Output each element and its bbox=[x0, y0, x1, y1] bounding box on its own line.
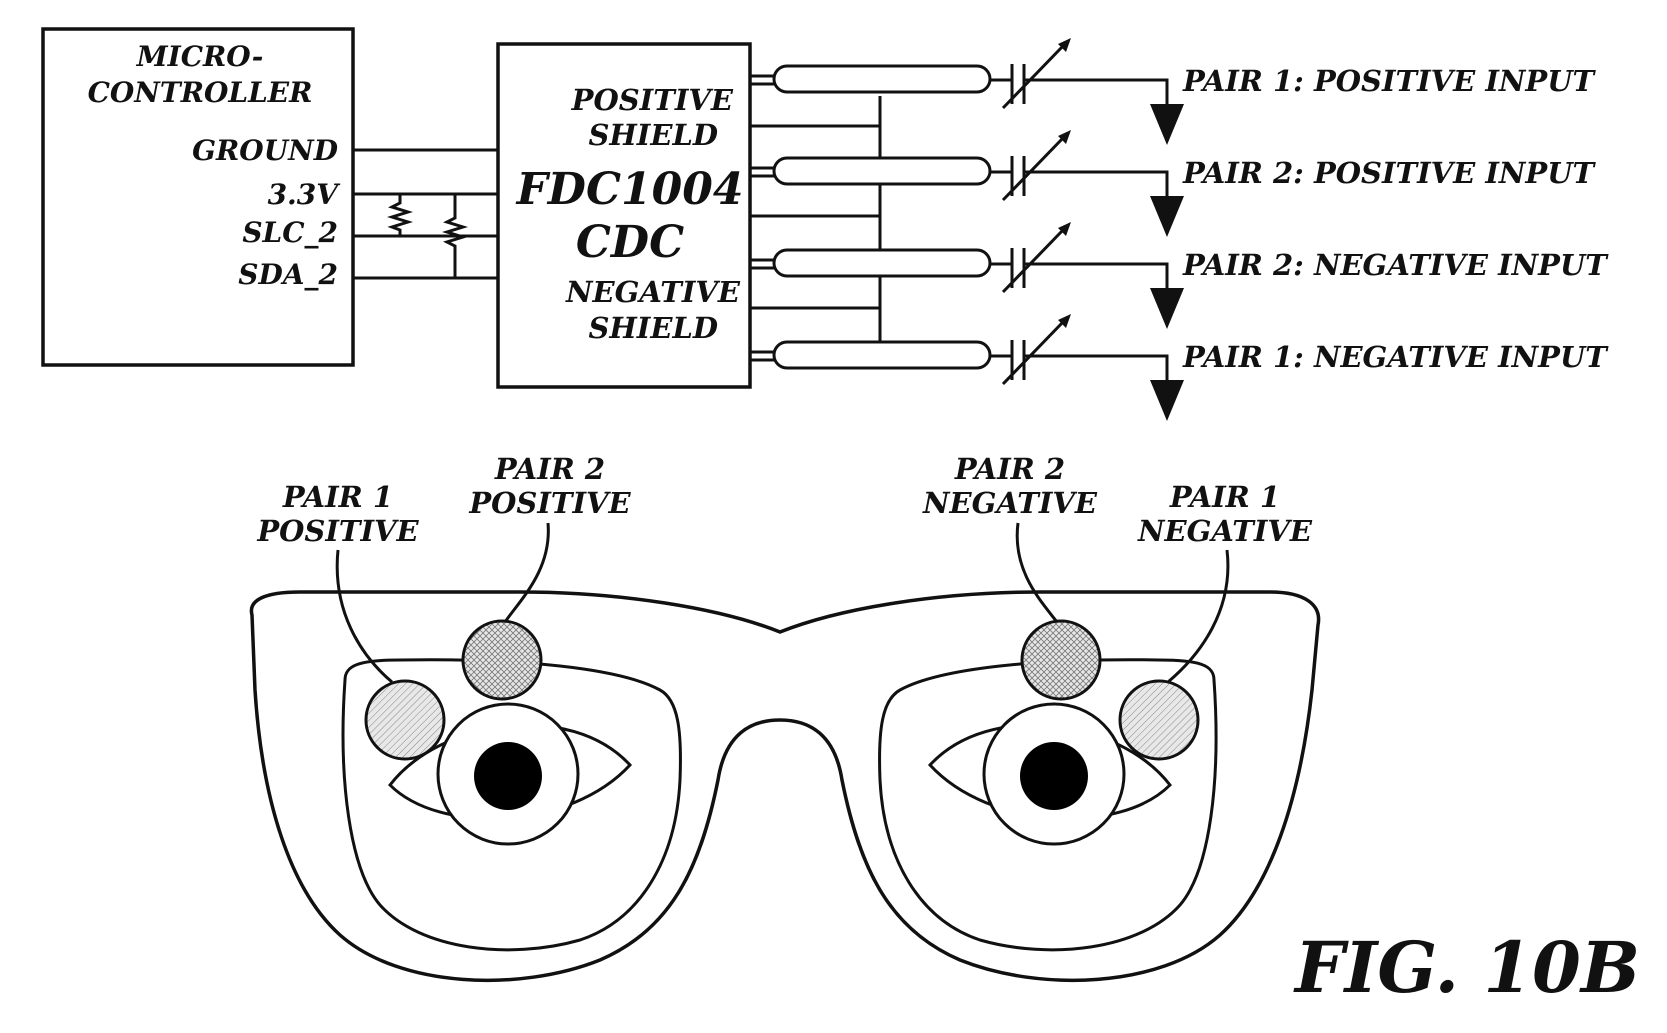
shielded-cable bbox=[774, 342, 990, 368]
electrode-label-pair2-positive-line1: PAIR 2 bbox=[494, 452, 605, 486]
electrode-pair1-positive bbox=[366, 681, 444, 759]
ground-arrow bbox=[1150, 104, 1184, 145]
microcontroller-title-line1: MICRO- bbox=[136, 40, 264, 73]
electrode-labels: PAIR 1 POSITIVE PAIR 2 POSITIVE PAIR 2 N… bbox=[256, 452, 1313, 548]
input-channel-2: PAIR 2: POSITIVE INPUT bbox=[750, 130, 1597, 237]
right-pupil bbox=[1020, 742, 1088, 810]
ground-arrow bbox=[1150, 380, 1184, 421]
electrode-label-pair1-negative-line1: PAIR 1 bbox=[1169, 480, 1280, 514]
pullup-resistor-scl bbox=[392, 194, 408, 236]
electrode-label-pair2-negative-line2: NEGATIVE bbox=[922, 486, 1098, 520]
negative-shield-label-line1: NEGATIVE bbox=[565, 275, 741, 309]
positive-shield-label-line2: SHIELD bbox=[588, 118, 718, 152]
left-pupil bbox=[474, 742, 542, 810]
electrode-pair1-negative bbox=[1120, 681, 1198, 759]
shield-wiring bbox=[750, 96, 880, 353]
electrode-label-pair1-positive-line2: POSITIVE bbox=[256, 514, 419, 548]
ground-arrow bbox=[1150, 196, 1184, 237]
positive-shield-label-line1: POSITIVE bbox=[571, 83, 734, 117]
microcontroller-block: MICRO- CONTROLLER GROUND 3.3V SLC_2 SDA_… bbox=[43, 29, 353, 365]
shielded-cable bbox=[774, 158, 990, 184]
shielded-cable bbox=[774, 250, 990, 276]
input-label-pair2-positive: PAIR 2: POSITIVE INPUT bbox=[1182, 156, 1597, 190]
bus-wires bbox=[353, 150, 498, 278]
input-channel-1: PAIR 1: POSITIVE INPUT bbox=[750, 38, 1597, 145]
electrode-label-pair1-negative-line2: NEGATIVE bbox=[1137, 514, 1313, 548]
chip-name-line1: FDC1004 bbox=[515, 164, 744, 215]
cdc-chip: POSITIVE SHIELD FDC1004 CDC NEGATIVE SHI… bbox=[498, 44, 750, 387]
input-label-pair1-positive: PAIR 1: POSITIVE INPUT bbox=[1182, 64, 1597, 98]
input-label-pair2-negative: PAIR 2: NEGATIVE INPUT bbox=[1182, 248, 1609, 282]
electrode-label-pair2-negative-line1: PAIR 2 bbox=[954, 452, 1065, 486]
negative-shield-label-line2: SHIELD bbox=[588, 311, 718, 345]
chip-name-line2: CDC bbox=[576, 217, 684, 268]
shielded-cable bbox=[774, 66, 990, 92]
electrode-pair2-positive bbox=[463, 621, 541, 699]
electrode-label-pair1-positive-line1: PAIR 1 bbox=[282, 480, 393, 514]
pin-label-sda2: SDA_2 bbox=[238, 258, 338, 291]
pin-label-ground: GROUND bbox=[192, 134, 339, 167]
pin-label-slc2: SLC_2 bbox=[242, 216, 338, 249]
ground-arrow bbox=[1150, 288, 1184, 329]
figure-label: FIG. 10B bbox=[1293, 926, 1640, 1009]
pin-label-3v3: 3.3V bbox=[268, 178, 342, 211]
electrode-label-pair2-positive-line2: POSITIVE bbox=[468, 486, 631, 520]
microcontroller-title-line2: CONTROLLER bbox=[88, 76, 313, 109]
electrode-pair2-negative bbox=[1022, 621, 1100, 699]
input-label-pair1-negative: PAIR 1: NEGATIVE INPUT bbox=[1182, 340, 1609, 374]
